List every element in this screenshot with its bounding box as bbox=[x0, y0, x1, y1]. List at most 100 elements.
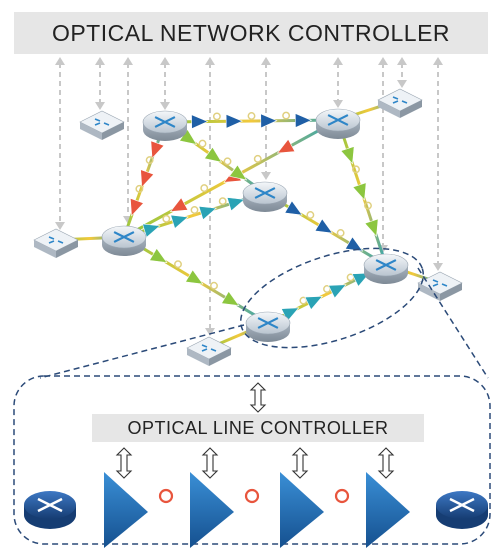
amplifier-icon bbox=[295, 113, 313, 128]
double-arrow-icon bbox=[115, 447, 133, 479]
amplifier-icon bbox=[366, 472, 410, 548]
amplifiers bbox=[130, 111, 379, 322]
fiber-spool-icon bbox=[336, 229, 345, 237]
fiber-spool-icon bbox=[306, 211, 315, 219]
amplifier-icon bbox=[221, 290, 240, 306]
arrow-head-up bbox=[378, 57, 388, 65]
router-icon bbox=[142, 110, 188, 141]
fiber-spool-icon bbox=[223, 157, 232, 166]
fiber-spool-icon bbox=[174, 260, 182, 269]
double-arrow-icon bbox=[201, 447, 219, 479]
box-left bbox=[187, 348, 209, 366]
zoom-line-left bbox=[39, 324, 245, 379]
zoom-callout bbox=[13, 247, 491, 545]
fiber-spool-icon bbox=[352, 165, 360, 174]
fiber-spool-icon bbox=[253, 154, 262, 163]
amplifier-icon bbox=[314, 218, 334, 234]
arrow-head-up bbox=[205, 57, 215, 65]
controller-link-arrow bbox=[160, 57, 170, 110]
amplifier-icon bbox=[328, 284, 347, 299]
arrow-head-up bbox=[261, 57, 271, 65]
amplifier-icon bbox=[226, 197, 246, 212]
arrow-head-down bbox=[95, 102, 105, 110]
box-right bbox=[102, 122, 124, 140]
controller-link-arrow bbox=[333, 57, 343, 108]
box-right bbox=[440, 283, 462, 301]
amplifier-icon bbox=[170, 214, 189, 229]
line-controller-banner: OPTICAL LINE CONTROLLER bbox=[92, 414, 424, 442]
box-left bbox=[80, 122, 102, 140]
arrow-head-down bbox=[433, 263, 443, 271]
box-symbol bbox=[48, 236, 64, 244]
controller-links bbox=[55, 57, 443, 336]
amplifier-icon bbox=[225, 113, 243, 129]
controller-link-arrow bbox=[378, 57, 388, 253]
router-icon bbox=[101, 225, 147, 256]
amplifier-icon bbox=[352, 182, 367, 201]
controller-link-arrow bbox=[397, 57, 407, 88]
double-arrow-icon bbox=[377, 447, 395, 479]
fiber-spool-icon bbox=[158, 488, 174, 504]
amplifier-icon bbox=[191, 114, 209, 130]
amplifier-icon bbox=[260, 113, 278, 129]
router-symbol bbox=[37, 497, 63, 513]
amplifier-icon bbox=[304, 295, 324, 311]
arrow-head-down bbox=[55, 222, 65, 230]
arrow-head-up bbox=[95, 57, 105, 65]
transponder-icon bbox=[186, 336, 232, 366]
box-right bbox=[400, 100, 422, 118]
arrow-head-up bbox=[333, 57, 343, 65]
zoom-ellipse bbox=[239, 247, 425, 349]
amplifier-icon bbox=[280, 307, 300, 322]
router-symbol bbox=[257, 317, 279, 329]
box-left bbox=[378, 100, 400, 118]
router-icon bbox=[242, 181, 288, 212]
box-right bbox=[209, 348, 231, 366]
fiber-spool-icon bbox=[198, 139, 207, 148]
arrow-head-up bbox=[55, 57, 65, 65]
optical-line-detail bbox=[24, 382, 488, 548]
fiber-spool-icon bbox=[135, 184, 144, 193]
arrow-head-down bbox=[205, 328, 215, 336]
amplifier-icon bbox=[149, 247, 168, 263]
arrow-head-up bbox=[397, 57, 407, 65]
router-icon bbox=[245, 311, 291, 342]
arrow-head-down bbox=[261, 172, 271, 180]
amplifier-icon bbox=[190, 472, 234, 548]
arrow-head-down bbox=[333, 100, 343, 108]
router-symbol bbox=[327, 114, 349, 126]
fiber-spool-icon bbox=[162, 214, 171, 223]
network-controller-banner: OPTICAL NETWORK CONTROLLER bbox=[14, 12, 488, 54]
transponder-icon bbox=[79, 110, 125, 140]
arrow-head-up bbox=[123, 57, 133, 65]
box-symbol bbox=[392, 96, 408, 104]
amplifier-icon bbox=[140, 169, 155, 188]
fiber-spool-icon bbox=[200, 184, 209, 193]
controller-link-arrow bbox=[433, 57, 443, 271]
box-symbol bbox=[201, 344, 217, 352]
amplifier-icon bbox=[150, 140, 165, 159]
network-devices bbox=[33, 88, 463, 366]
double-arrow-icon bbox=[249, 382, 267, 413]
box-left bbox=[34, 240, 56, 258]
zoom-box bbox=[13, 375, 491, 545]
router-icon bbox=[436, 491, 488, 529]
fiber-spool-icon bbox=[364, 201, 372, 210]
router-symbol bbox=[113, 231, 135, 243]
transponder-icon bbox=[33, 228, 79, 258]
arrow-head-up bbox=[433, 57, 443, 65]
arrow-head-down bbox=[397, 80, 407, 88]
amplifier-icon bbox=[364, 218, 379, 238]
amplifier-icon bbox=[228, 164, 248, 181]
router-symbol bbox=[254, 187, 276, 199]
amplifier-icon bbox=[284, 200, 303, 216]
fiber-spool-icon bbox=[282, 111, 291, 120]
router-symbol bbox=[375, 259, 397, 271]
amplifier-icon bbox=[276, 138, 296, 154]
controller-link-arrow bbox=[55, 57, 65, 230]
fiber-spool-icon bbox=[247, 112, 256, 120]
router-icon bbox=[363, 253, 409, 284]
box-left bbox=[418, 283, 440, 301]
